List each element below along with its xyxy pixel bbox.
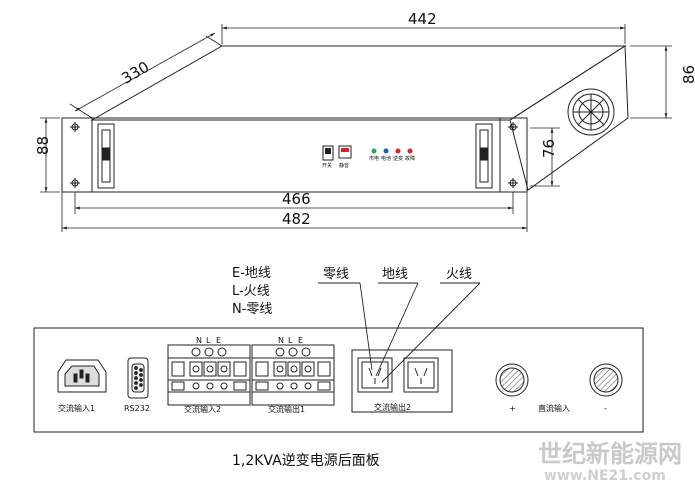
switch-label-mute: 静音 bbox=[339, 162, 349, 169]
legend-l: L-火线 bbox=[232, 284, 270, 299]
led-fault-icon bbox=[407, 148, 413, 154]
label-terminal-n-2: N bbox=[278, 336, 284, 345]
callout-neutral: 零线 bbox=[323, 267, 349, 282]
callout-live: 火线 bbox=[446, 267, 472, 282]
label-rs232: RS232 bbox=[124, 404, 150, 413]
dim-side-height: 86 bbox=[680, 65, 695, 84]
led-label-mains: 市电 bbox=[369, 155, 379, 162]
outlet-left-icon bbox=[357, 357, 393, 393]
dim-panel-height: 76 bbox=[540, 139, 558, 158]
chassis-3d-view bbox=[61, 45, 629, 193]
figure-caption: 1,2KVA逆变电源后面板 bbox=[232, 453, 380, 469]
led-mains-icon bbox=[371, 148, 377, 154]
label-terminal-n-1: N bbox=[196, 336, 202, 345]
rs232-port-icon bbox=[127, 357, 149, 399]
front-panel bbox=[61, 117, 528, 193]
front-controls: 开关 静音 市电 电池 逆变 故障 bbox=[322, 145, 415, 169]
terminal-block-ac-output-1-icon bbox=[251, 344, 335, 406]
outlet-right-icon bbox=[403, 357, 439, 393]
dimension-lines bbox=[40, 24, 672, 232]
dim-top-width: 442 bbox=[408, 10, 437, 28]
led-label-fault: 故障 bbox=[405, 155, 415, 162]
dim-depth: 330 bbox=[118, 58, 152, 88]
rear-panel bbox=[33, 327, 644, 433]
iec-inlet-1-icon bbox=[57, 359, 107, 393]
label-terminal-e-1: E bbox=[216, 336, 221, 345]
dc-terminal-minus-icon bbox=[589, 363, 623, 397]
led-battery-icon bbox=[383, 148, 389, 154]
label-ac-input-1: 交流输入1 bbox=[58, 403, 95, 413]
dim-inner-width: 466 bbox=[282, 190, 311, 208]
label-terminal-e-2: E bbox=[298, 336, 303, 345]
terminal-block-ac-input-2-icon bbox=[167, 344, 251, 406]
label-ac-output-2: 交流输出2 bbox=[374, 402, 411, 412]
label-dc-input: 直流输入 bbox=[538, 403, 570, 413]
led-label-inverter: 逆变 bbox=[393, 155, 403, 162]
handle-right bbox=[475, 123, 493, 189]
dim-outer-width: 482 bbox=[282, 210, 311, 228]
cooling-fan-icon bbox=[567, 88, 615, 136]
label-ac-output-1: 交流输出1 bbox=[268, 404, 305, 414]
legend-e: E-地线 bbox=[232, 266, 271, 281]
switch-label-power: 开关 bbox=[322, 162, 332, 169]
dim-front-height: 88 bbox=[34, 136, 52, 155]
chassis-side-face bbox=[509, 45, 629, 191]
mounting-holes bbox=[70, 122, 518, 188]
label-terminal-l-1: L bbox=[206, 336, 211, 345]
dc-terminal-plus-icon bbox=[495, 363, 529, 397]
watermark-site-name: 世纪新能源网 bbox=[538, 440, 682, 468]
callout-leaders bbox=[318, 282, 481, 383]
callout-ground: 地线 bbox=[382, 267, 408, 282]
led-label-battery: 电池 bbox=[381, 155, 391, 162]
label-dc-plus: + bbox=[509, 404, 516, 413]
watermark-url: www.NE21.com bbox=[544, 468, 666, 484]
label-terminal-l-2: L bbox=[288, 336, 293, 345]
label-dc-minus: - bbox=[604, 404, 607, 413]
ac-output-2-frame bbox=[351, 349, 453, 413]
label-ac-input-2: 交流输入2 bbox=[184, 404, 221, 414]
legend-n: N-零线 bbox=[232, 302, 272, 317]
handle-left bbox=[97, 123, 115, 189]
led-inverter-icon bbox=[395, 148, 401, 154]
